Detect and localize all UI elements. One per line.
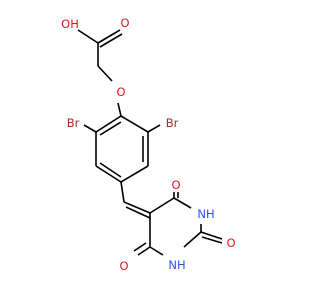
bond xyxy=(99,33,123,48)
bond xyxy=(147,124,161,133)
bond xyxy=(97,29,121,44)
bond xyxy=(201,236,223,244)
bond xyxy=(120,165,149,183)
bond xyxy=(117,102,122,117)
bond xyxy=(133,242,147,252)
hydroxyl-label: OH xyxy=(61,17,79,31)
bond-layer xyxy=(77,29,223,256)
bond xyxy=(200,231,223,240)
bond xyxy=(120,115,149,133)
nh-right-label: NH xyxy=(197,207,214,221)
carbonyl-oxygen-right-label: O xyxy=(226,236,235,250)
bond xyxy=(125,206,151,219)
ether-oxygen-label: O xyxy=(116,85,125,99)
atom-label-layer: OH O O Br Br O NH O NH O xyxy=(61,16,235,273)
bond xyxy=(173,197,192,209)
bond xyxy=(95,115,122,133)
bond xyxy=(137,246,151,256)
bond xyxy=(95,165,122,183)
bond xyxy=(149,197,175,214)
bond xyxy=(83,124,97,133)
bond xyxy=(149,246,164,256)
bromine-right-label: Br xyxy=(166,116,179,130)
molecule-structure: OH O O Br Br O NH O NH O xyxy=(61,16,235,273)
bond xyxy=(99,162,122,178)
bond xyxy=(123,201,151,214)
carbonyl-oxygen-top-label: O xyxy=(171,178,180,192)
bromine-left-label: Br xyxy=(67,116,80,130)
acid-carbonyl-oxygen-label: O xyxy=(120,16,129,30)
bond xyxy=(97,65,113,82)
bond xyxy=(120,181,125,203)
bond xyxy=(99,121,122,136)
nh-bottom-label: NH xyxy=(168,258,185,272)
bond xyxy=(183,231,202,248)
carbonyl-oxygen-left-label: O xyxy=(119,259,128,273)
bond xyxy=(77,29,99,44)
